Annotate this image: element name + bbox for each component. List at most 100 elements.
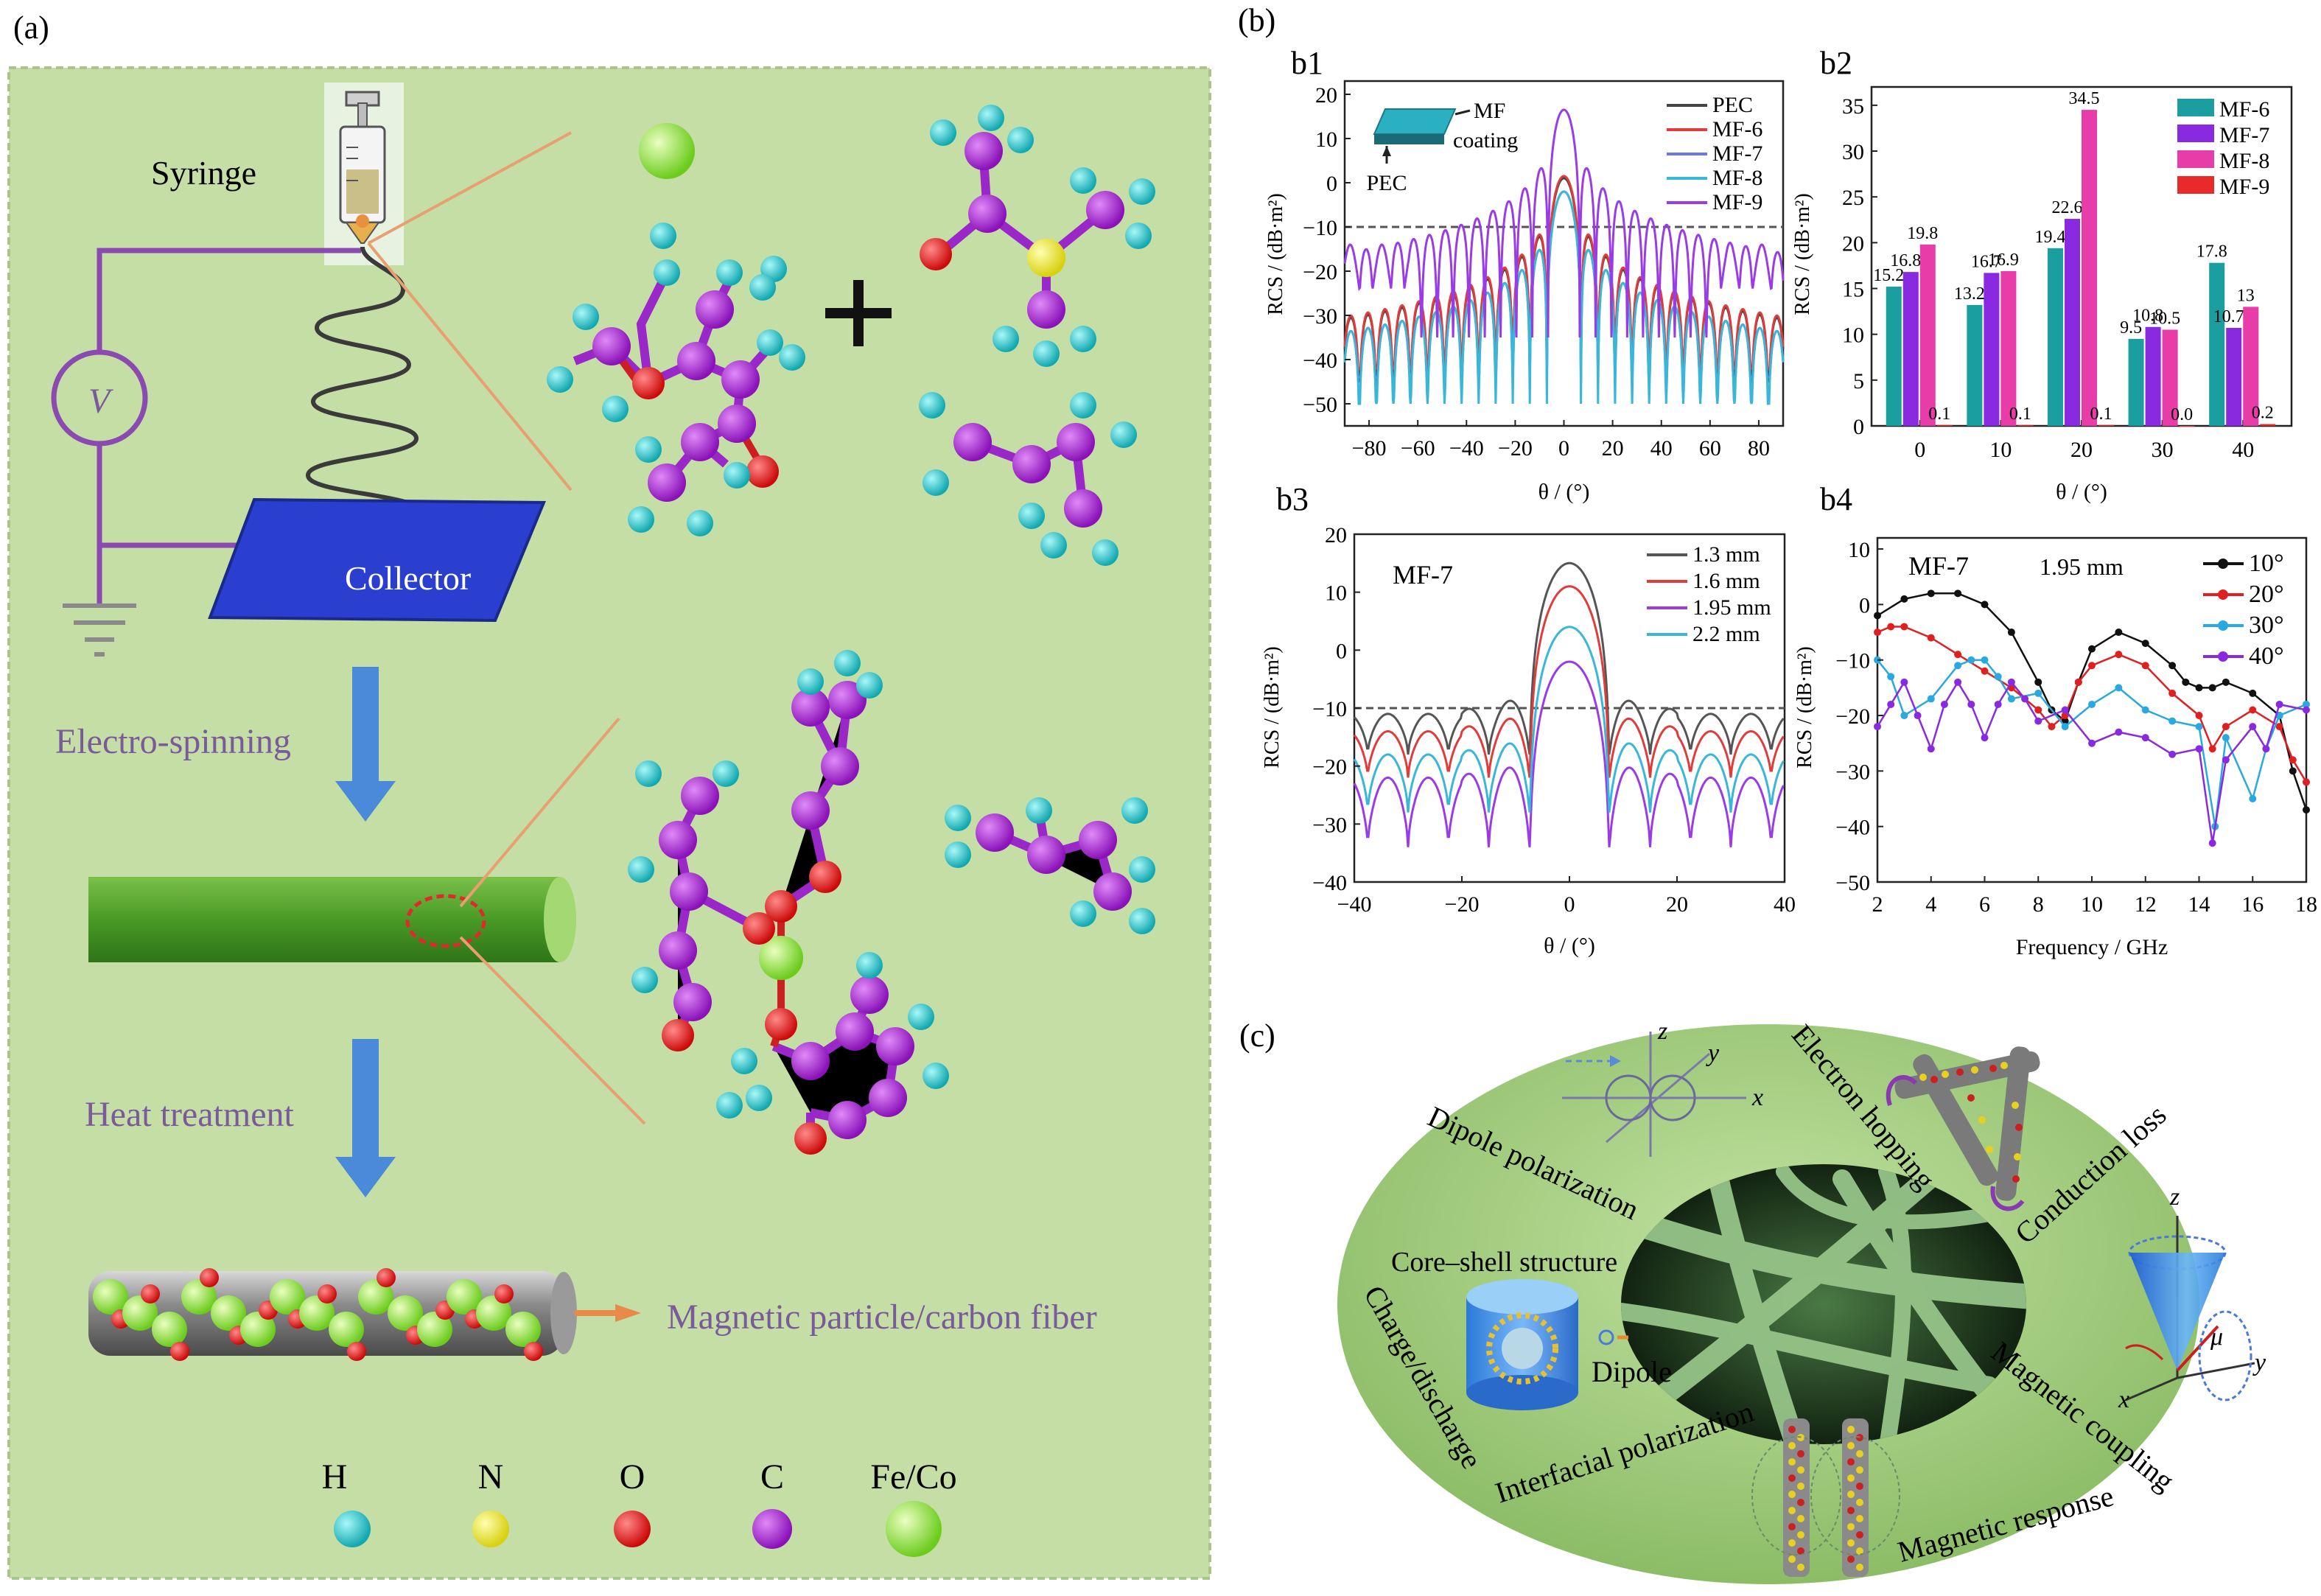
bar-mf-8 (2243, 307, 2259, 426)
series-marker (2249, 706, 2257, 714)
bar-mf-9 (2179, 426, 2195, 427)
fiber-graphic (88, 877, 576, 962)
polymer-molecules (628, 650, 1155, 1155)
legend-marker (2218, 651, 2228, 662)
magnetic-precession-icon (2125, 1216, 2255, 1401)
bar-value-label: 0.1 (2090, 405, 2112, 424)
series-marker (2195, 712, 2203, 720)
electrospinning-label: Electro-spinning (55, 722, 291, 761)
y-tick-label: −10 (1835, 649, 1870, 673)
chart-b2: b205101520253035015.216.819.80.11013.216… (1791, 45, 2293, 504)
series-mf-7 (1343, 190, 1785, 379)
atom-legend: H N O C Fe/Co (322, 1457, 957, 1557)
series-marker (2195, 684, 2203, 692)
x-tick-label: 0 (1558, 436, 1569, 461)
inset-pec-label: PEC (1366, 171, 1407, 195)
series-marker (2088, 739, 2096, 747)
chart-title: b4 (1820, 481, 1852, 517)
series-marker (1900, 712, 1908, 720)
y-tick-label: −30 (1303, 304, 1337, 329)
x-axis-label: θ / (°) (1544, 934, 1595, 958)
series-marker (2208, 839, 2216, 847)
legend-item-n: N (472, 1457, 509, 1547)
legend-label-c: C (760, 1457, 784, 1497)
bar-mf-7 (2226, 327, 2242, 426)
series-marker (1954, 662, 1962, 670)
series-marker (2208, 684, 2216, 692)
syringe-label: Syringe (151, 154, 256, 192)
series-marker (2088, 662, 2096, 670)
series-30deg (1877, 659, 2307, 827)
y-tick-label: −40 (1303, 349, 1337, 373)
y-tick-label: −50 (1835, 871, 1870, 895)
legend-label: MF-9 (2219, 175, 2269, 199)
y-tick-label: −40 (1835, 816, 1870, 840)
series-marker (2275, 712, 2283, 720)
x-tick-label: 18 (2295, 892, 2317, 917)
process-arrow-1 (335, 667, 396, 822)
series-marker (1981, 734, 1989, 742)
series-marker (2115, 629, 2123, 637)
legend-swatch (2177, 99, 2214, 116)
voltmeter-icon (51, 349, 148, 447)
series-marker (2074, 678, 2082, 686)
series-marker (1900, 623, 1908, 631)
series-marker (1874, 629, 1881, 637)
series-marker (2007, 678, 2015, 686)
series-1-6-mm (1353, 585, 1785, 778)
x-axis-label: θ / (°) (2056, 480, 2107, 504)
bar-value-label: 15.2 (1873, 266, 1904, 285)
bar-mf-6 (2128, 338, 2144, 426)
series-marker (2115, 728, 2123, 736)
bar-mf-7 (2145, 326, 2161, 426)
series-marker (2061, 706, 2069, 714)
y-tick-label: 10 (1842, 323, 1864, 348)
bar-value-label: 34.5 (2069, 89, 2100, 108)
bar-value-label: 13.2 (1954, 284, 1985, 304)
cone-axis-y-label: y (2252, 1349, 2266, 1376)
series-marker (2249, 795, 2257, 803)
series-marker (1954, 651, 1962, 659)
bar-value-label: 13 (2237, 286, 2255, 305)
series-marker (2021, 695, 2029, 703)
bar-mf-9 (2260, 424, 2276, 426)
series-marker (2007, 695, 2015, 703)
cone-axis-z-label: z (2169, 1183, 2180, 1211)
series-marker (1927, 634, 1935, 642)
bar-value-label: 0.0 (2171, 405, 2193, 424)
x-tick-label: 30 (2152, 438, 2174, 462)
series-marker (2303, 806, 2310, 814)
bar-mf-9 (1936, 424, 1953, 426)
x-tick-label: 8 (2033, 892, 2044, 917)
series-marker (2195, 723, 2203, 731)
x-tick-label: −20 (1445, 892, 1480, 917)
x-tick-label: 12 (2135, 892, 2157, 917)
dipole-label: Dipole (1592, 1355, 1672, 1388)
legend-marker (2218, 559, 2228, 569)
series-marker (1900, 595, 1908, 603)
y-tick-label: 0 (1336, 639, 1347, 663)
panel-label-b: (b) (1238, 2, 1275, 38)
series-marker (2289, 756, 2297, 764)
bar-mf-7 (1902, 272, 1919, 426)
legend-label-h: H (322, 1457, 348, 1497)
x-tick-label: 0 (1564, 892, 1575, 917)
legend-label: MF-7 (1712, 141, 1762, 166)
series-marker (2115, 651, 2123, 659)
bar-value-label: 16.8 (1890, 251, 1921, 270)
series-marker (1927, 695, 1935, 703)
panel-label-c: (c) (1239, 1018, 1275, 1054)
series-2-2-mm (1353, 626, 1785, 813)
series-marker (2275, 723, 2283, 731)
sem-image (1621, 1164, 2026, 1444)
legend-label: MF-9 (1712, 190, 1762, 214)
cone-axis-x-label: x (2118, 1386, 2129, 1413)
x-tick-label: 16 (2241, 892, 2264, 917)
x-axis-label: θ / (°) (1538, 480, 1590, 504)
bar-value-label: 16.9 (1988, 251, 2019, 270)
bar-value-label: 10.5 (2149, 309, 2180, 328)
legend-swatch-c (752, 1509, 792, 1549)
panel-c: (c) x z y (1239, 1018, 2266, 1584)
